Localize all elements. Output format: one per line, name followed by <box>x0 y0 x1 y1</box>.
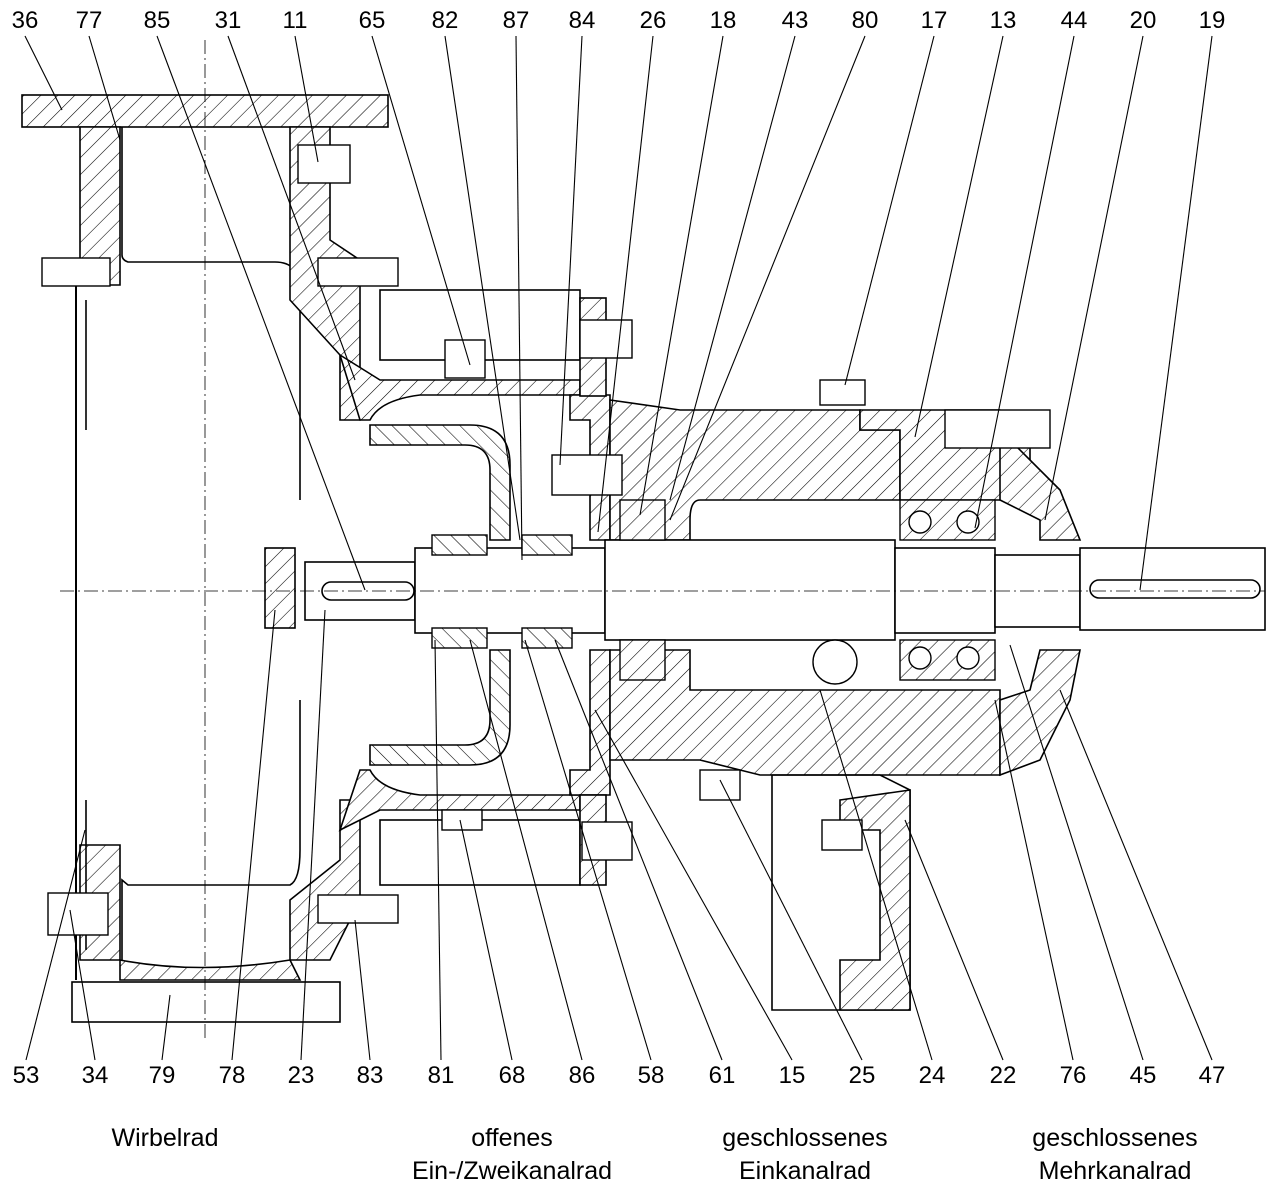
leader-53 <box>25 829 86 1061</box>
bottom-part-number-22: 22 <box>990 1062 1017 1089</box>
bottom-part-number-47: 47 <box>1199 1062 1226 1089</box>
leader-82 <box>444 35 521 541</box>
bottom-part-number-45: 45 <box>1130 1062 1157 1089</box>
top-part-number-44: 44 <box>1061 7 1088 34</box>
top-part-number-26: 26 <box>640 7 667 34</box>
leader-76 <box>994 699 1074 1061</box>
impeller-caption-3-line1: geschlossenes <box>722 1124 887 1152</box>
bottom-part-number-81: 81 <box>428 1062 455 1089</box>
leader-77 <box>88 35 121 141</box>
leader-13 <box>914 35 1004 438</box>
leader-45 <box>1009 644 1144 1061</box>
bearing-housing <box>609 399 1082 1011</box>
top-part-number-13: 13 <box>990 7 1017 34</box>
bottom-part-number-58: 58 <box>638 1062 665 1089</box>
bottom-part-number-24: 24 <box>919 1062 946 1089</box>
top-part-number-36: 36 <box>12 7 39 34</box>
leader-68 <box>459 819 513 1061</box>
top-part-numbers: 36 77 85 31 11 65 82 87 84 26 18 43 80 17 13 44 20 19 <box>12 7 1226 34</box>
leader-lines <box>24 35 1213 1061</box>
leader-84 <box>559 35 583 466</box>
impeller-caption-4-line1: geschlossenes <box>1032 1124 1197 1152</box>
leader-65 <box>371 35 471 366</box>
leader-81 <box>434 639 442 1061</box>
leader-80 <box>669 35 866 521</box>
top-part-number-82: 82 <box>432 7 459 34</box>
leader-11 <box>294 35 319 163</box>
top-part-number-77: 77 <box>76 7 103 34</box>
leader-85 <box>156 35 366 591</box>
leader-87 <box>515 35 523 561</box>
bottom-part-number-83: 83 <box>357 1062 384 1089</box>
top-part-number-65: 65 <box>359 7 386 34</box>
bottom-part-number-76: 76 <box>1060 1062 1087 1089</box>
leader-22 <box>904 819 1004 1061</box>
top-part-number-85: 85 <box>144 7 171 34</box>
bottom-part-number-23: 23 <box>288 1062 315 1089</box>
top-part-number-87: 87 <box>503 7 530 34</box>
top-part-number-18: 18 <box>710 7 737 34</box>
shaft <box>264 539 1266 641</box>
leader-61 <box>554 639 723 1061</box>
leader-23 <box>300 609 326 1061</box>
impeller-caption-2-line2: Ein-/Zweikanalrad <box>412 1157 612 1185</box>
top-part-number-19: 19 <box>1199 7 1226 34</box>
leader-86 <box>469 639 583 1061</box>
bottom-part-number-78: 78 <box>219 1062 246 1089</box>
bottom-part-number-15: 15 <box>779 1062 806 1089</box>
top-part-number-20: 20 <box>1130 7 1157 34</box>
top-part-number-80: 80 <box>852 7 879 34</box>
leader-17 <box>844 35 935 386</box>
leader-58 <box>524 639 652 1061</box>
leader-44 <box>974 35 1075 529</box>
impeller-caption-3-line2: Einkanalrad <box>739 1157 871 1185</box>
leader-31 <box>227 35 356 381</box>
impeller-caption-4-line2: Mehrkanalrad <box>1039 1157 1192 1185</box>
leader-26 <box>597 35 654 533</box>
top-part-number-31: 31 <box>215 7 242 34</box>
bolts <box>41 144 1051 936</box>
leader-24 <box>819 689 933 1061</box>
bottom-part-number-79: 79 <box>149 1062 176 1089</box>
bottom-part-numbers: 53 34 79 78 23 83 81 68 86 58 61 15 25 24 22 76 45 47 <box>13 1062 1226 1089</box>
bottom-part-number-68: 68 <box>499 1062 526 1089</box>
top-part-number-84: 84 <box>569 7 596 34</box>
leader-47 <box>1059 689 1213 1061</box>
leader-36 <box>24 35 63 111</box>
leader-25 <box>719 779 863 1061</box>
impeller-caption-2-line1: offenes <box>471 1124 553 1152</box>
bottom-part-number-25: 25 <box>849 1062 876 1089</box>
leader-78 <box>231 609 276 1061</box>
leader-43 <box>669 35 796 501</box>
leader-18 <box>639 35 724 516</box>
bottom-part-number-34: 34 <box>82 1062 109 1089</box>
top-part-number-17: 17 <box>921 7 948 34</box>
top-part-number-43: 43 <box>782 7 809 34</box>
top-part-number-11: 11 <box>283 7 308 34</box>
leader-83 <box>354 919 371 1061</box>
leader-19 <box>1139 35 1213 591</box>
leader-20 <box>1044 35 1144 521</box>
bottom-part-number-61: 61 <box>709 1062 736 1089</box>
impeller-caption-1-line1: Wirbelrad <box>112 1124 219 1152</box>
leader-34 <box>69 909 96 1061</box>
leader-79 <box>161 994 171 1061</box>
leader-15 <box>594 709 793 1061</box>
bottom-part-number-53: 53 <box>13 1062 40 1089</box>
center-lines <box>60 40 1265 1040</box>
bottom-part-number-86: 86 <box>569 1062 596 1089</box>
